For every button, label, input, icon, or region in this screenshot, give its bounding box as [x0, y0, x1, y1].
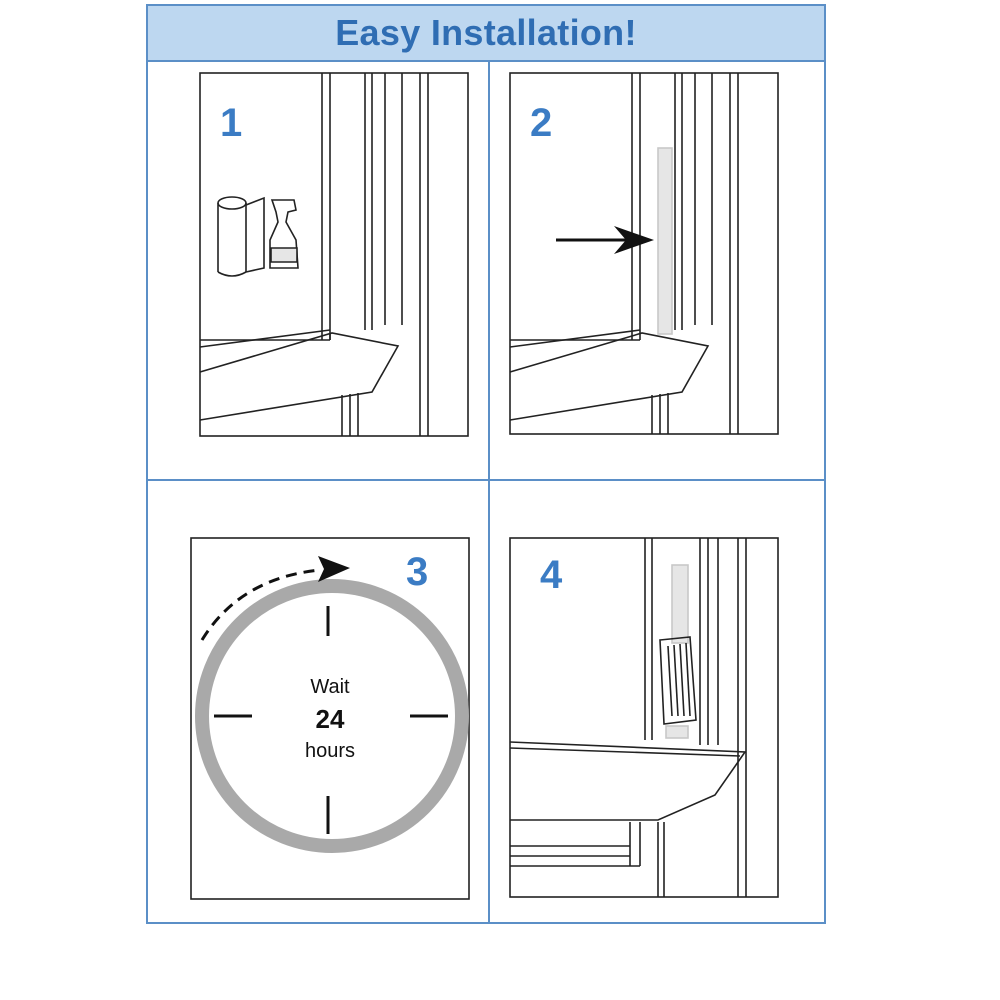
step-1-illustration	[199, 72, 469, 437]
clock-ring	[195, 579, 469, 853]
tape-strip	[657, 147, 673, 335]
header-banner: Easy Installation!	[148, 6, 824, 62]
clock-wait-label: Wait	[310, 676, 350, 698]
step-4-number: 4	[540, 553, 563, 597]
window-lock-wedge	[659, 636, 697, 725]
step-2-number: 2	[530, 101, 552, 145]
step-4-illustration	[509, 537, 779, 898]
paper-towel-icon	[217, 196, 247, 210]
clock-hours-label: hours	[305, 740, 355, 762]
arrowhead-icon	[318, 556, 350, 582]
step-4-panel-border	[509, 537, 779, 898]
step-3-illustration: Wait 24 hours	[190, 537, 470, 900]
step-2-illustration	[509, 72, 779, 435]
clock-hours-value: 24	[316, 704, 345, 734]
page-title: Easy Installation!	[335, 12, 637, 53]
grid-divider-vertical	[488, 62, 490, 922]
step-1-panel-border	[199, 72, 469, 437]
grid-divider-horizontal	[148, 479, 824, 481]
step-3-panel-border	[190, 537, 470, 900]
step-3-number: 3	[406, 550, 428, 594]
step-2-panel-border	[509, 72, 779, 435]
step-1-number: 1	[220, 101, 242, 145]
tape-strip	[671, 564, 689, 644]
